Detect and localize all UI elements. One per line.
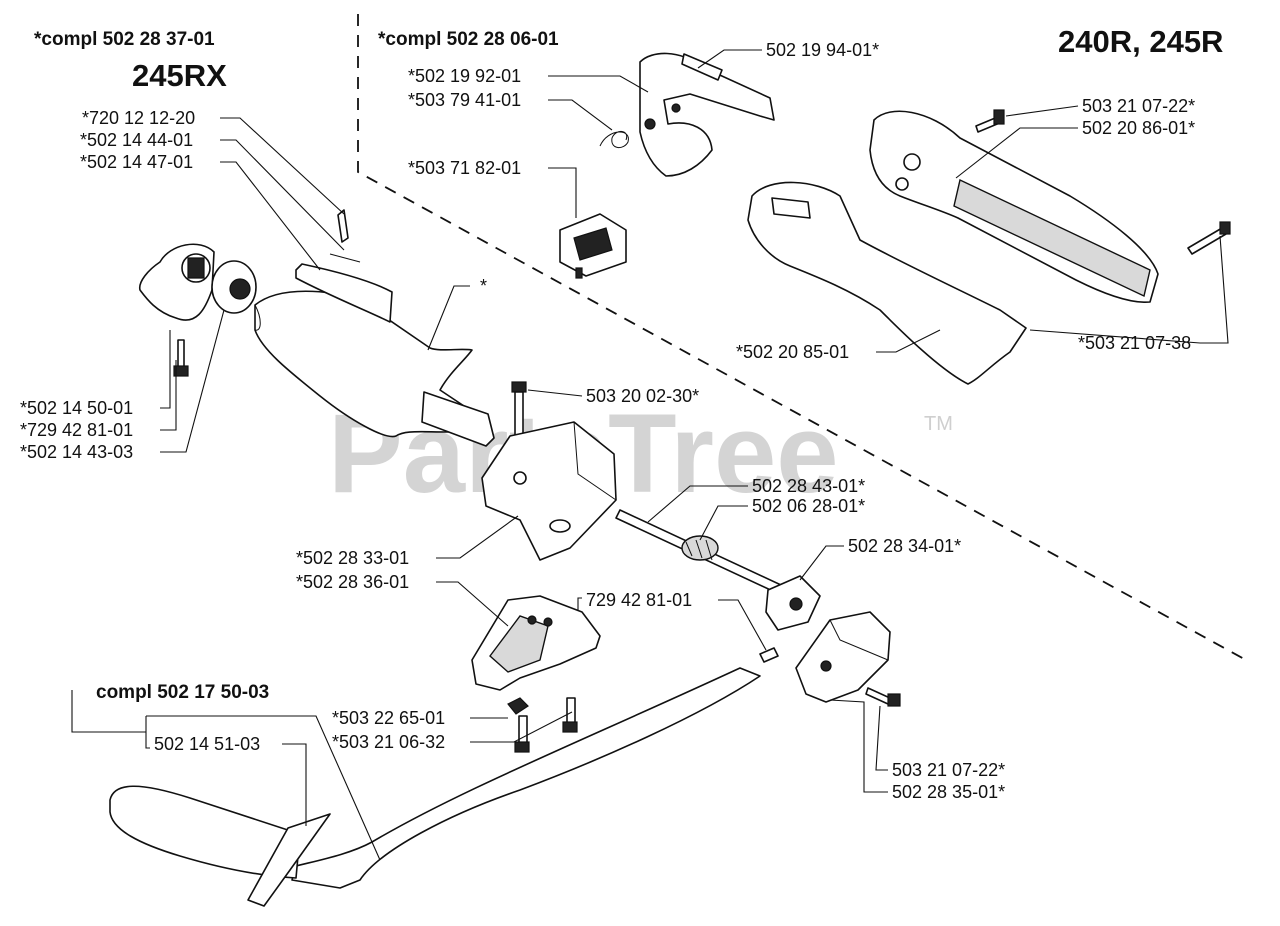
- clamp-bracket: [481, 421, 617, 561]
- model-label-right: 240R, 245R: [1058, 24, 1223, 59]
- screw-503-21-07-22-b: [865, 687, 901, 707]
- kit-header-left: *compl 502 28 37-01: [34, 29, 215, 50]
- label-503-22-65-01: *503 22 65-01: [332, 708, 445, 728]
- label-502-28-43-01: 502 28 43-01*: [752, 476, 865, 496]
- cover-plate: [795, 611, 891, 703]
- label-503-71-82-01: *503 71 82-01: [408, 158, 521, 178]
- label-502-14-43-03: *502 14 43-03: [20, 442, 133, 462]
- handle-half-right: [869, 110, 1159, 303]
- throttle-rod: [615, 509, 797, 601]
- spring-503-79-41: [599, 131, 629, 148]
- kit-header-bottom: compl 502 17 50-03: [96, 682, 269, 703]
- label-502-14-47-01: *502 14 47-01: [80, 152, 193, 172]
- label-502-19-94-01: 502 19 94-01*: [766, 40, 879, 60]
- label-503-21-07-38: *503 21 07-38: [1078, 333, 1191, 353]
- lower-clamp: [471, 595, 601, 691]
- handle-half-left: [747, 181, 1027, 385]
- label-502-28-34-01: 502 28 34-01*: [848, 536, 961, 556]
- label-503-21-07-22-a: 503 21 07-22*: [1082, 96, 1195, 116]
- bar-handle-tube: [109, 667, 761, 907]
- label-502-19-92-01: *502 19 92-01: [408, 66, 521, 86]
- stop-switch: [559, 213, 627, 279]
- label-503-21-06-32: *503 21 06-32: [332, 732, 445, 752]
- rod-end: [765, 575, 821, 631]
- label-502-28-35-01: 502 28 35-01*: [892, 782, 1005, 802]
- label-502-14-44-01: *502 14 44-01: [80, 130, 193, 150]
- pin-spring-lever: [295, 209, 393, 323]
- label-729-42-81-01-b: 729 42 81-01: [586, 590, 692, 610]
- throttle-trigger-assembly: [639, 52, 775, 177]
- label-502-20-85-01: *502 20 85-01: [736, 342, 849, 362]
- label-502-06-28-01: 502 06 28-01*: [752, 496, 865, 516]
- label-502-14-51-03: 502 14 51-03: [154, 734, 260, 754]
- screw-729-42-81: [759, 647, 779, 663]
- label-503-20-02-30: 503 20 02-30*: [586, 386, 699, 406]
- kit-header-middle: *compl 502 28 06-01: [378, 29, 559, 50]
- screw-502-14-50: [173, 339, 189, 377]
- label-503-79-41-01: *503 79 41-01: [408, 90, 521, 110]
- label-502-28-33-01: *502 28 33-01: [296, 548, 409, 568]
- screw-503-21-07-22-a: [975, 109, 1005, 133]
- label-star: *: [480, 276, 487, 296]
- leader-lines: [71, 49, 1229, 861]
- label-502-28-36-01: *502 28 36-01: [296, 572, 409, 592]
- label-729-42-81-01-a: *729 42 81-01: [20, 420, 133, 440]
- trademark: TM: [924, 413, 953, 435]
- throttle-cap-assembly: [138, 243, 257, 321]
- section-divider: [357, 14, 1247, 661]
- label-502-14-50-01: *502 14 50-01: [20, 398, 133, 418]
- model-label-left: 245RX: [132, 58, 227, 93]
- label-503-21-07-22-b: 503 21 07-22*: [892, 760, 1005, 780]
- nut-503-22-65: [507, 697, 529, 715]
- screw-503-21-07-38: [1187, 221, 1231, 255]
- label-502-20-86-01: 502 20 86-01*: [1082, 118, 1195, 138]
- label-720-12-12-20: *720 12 12-20: [82, 108, 195, 128]
- bolt-503-21-06-a: [514, 715, 530, 753]
